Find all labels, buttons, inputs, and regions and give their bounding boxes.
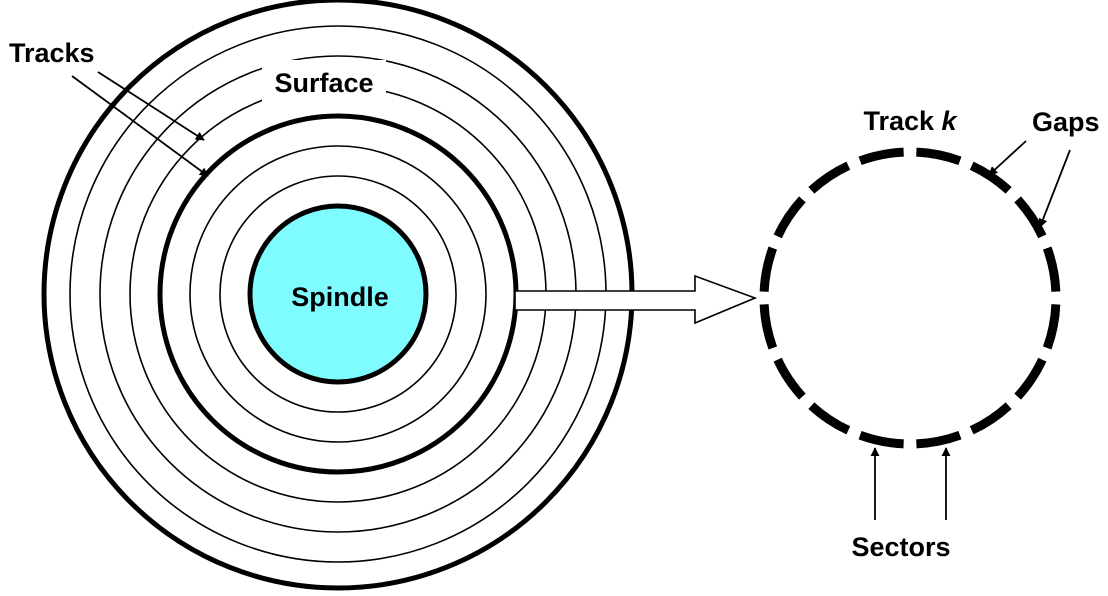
sector-arc (1042, 246, 1061, 292)
sector-arc (1042, 304, 1061, 350)
sector-arc (1014, 196, 1047, 239)
sector-arc (808, 161, 851, 194)
track-ring (189, 145, 487, 443)
sector-arc (1014, 357, 1047, 400)
sector-arc (916, 430, 962, 449)
tracks-label: Tracks (9, 38, 95, 68)
spindle (247, 203, 429, 385)
track-k-detail (759, 147, 1061, 449)
zoom-arrow (514, 274, 758, 325)
gaps-arrow (988, 140, 1027, 176)
tracks-arrow (97, 71, 205, 141)
sector-arc (759, 246, 778, 292)
sector-arc (969, 402, 1012, 435)
sector-arc (969, 161, 1012, 194)
spindle-label: Spindle (291, 282, 389, 312)
sector-arc (808, 402, 851, 435)
sector-arc (916, 147, 962, 166)
gaps-arrow (1038, 149, 1071, 228)
track-k-text: Track (863, 106, 941, 136)
sector-arc (773, 196, 806, 239)
sectors-label: Sectors (851, 532, 950, 562)
track-k-label: Track k (863, 106, 958, 136)
sector-arc (858, 430, 904, 449)
gaps-label: Gaps (1032, 107, 1100, 137)
track-ring (219, 175, 457, 413)
sector-arc (773, 357, 806, 400)
tracks-arrow (71, 75, 209, 177)
surface-label-bg (262, 60, 386, 102)
sector-arc (759, 304, 778, 350)
surface-label: Surface (274, 68, 373, 98)
sector-arc (858, 147, 904, 166)
track-k-variable: k (942, 106, 959, 136)
